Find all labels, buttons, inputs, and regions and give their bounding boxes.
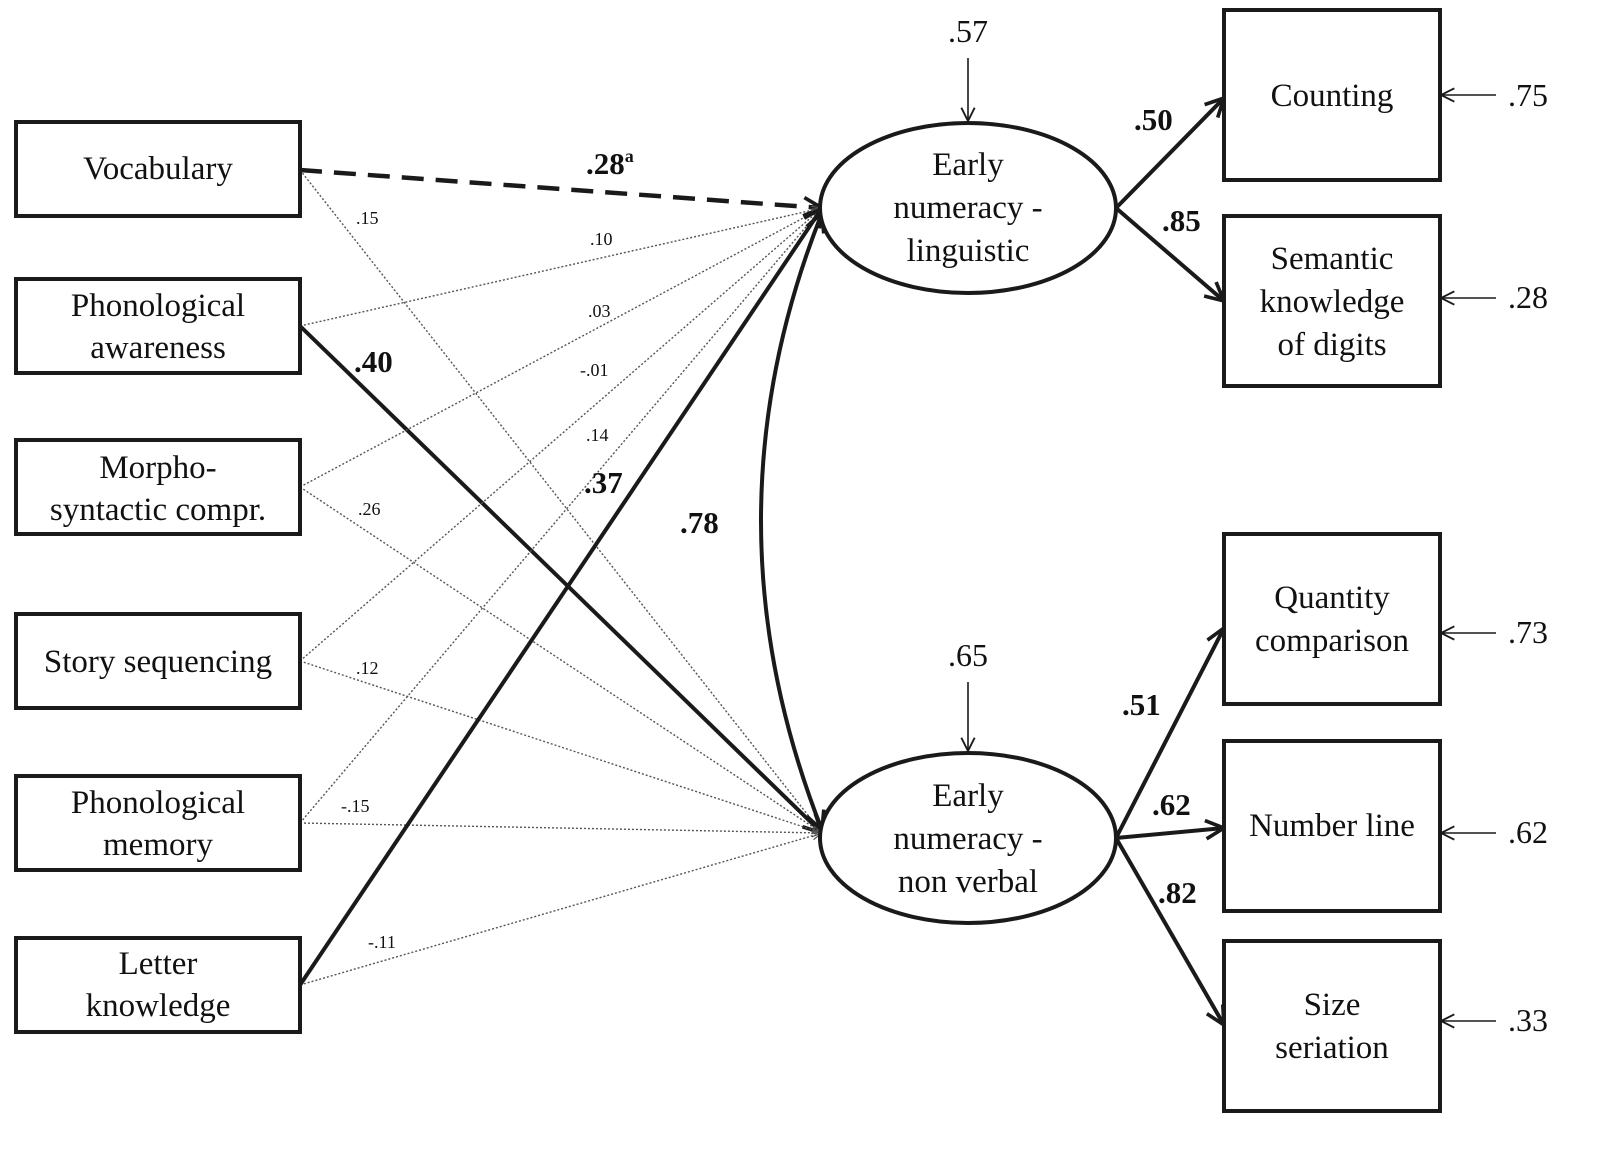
path-story-sequencing-to-nonverbal: [299, 660, 822, 833]
path-vocabulary-to-nonverbal: [299, 169, 822, 833]
residual-semantic: .28: [1508, 279, 1548, 315]
coef-story-sequencing-to-nonverbal: .12: [356, 658, 379, 678]
loading-nonverbal-to-numberline: [1115, 828, 1224, 838]
loading-nonverbal-to-quantity: [1114, 628, 1224, 839]
path-morpho-syntactic-to-nonverbal: [299, 486, 822, 833]
factor-correlation: .78: [680, 213, 822, 830]
path-letter-knowledge-to-linguistic: [298, 208, 822, 987]
edges-layer: .28a .15 .10 .40 .03 .26 -.01 .12 .14 -.15 .37 -.11…: [298, 98, 1224, 1025]
correlation-label: .78: [680, 505, 719, 540]
residual-size: .33: [1508, 1002, 1548, 1038]
coef-phonological-memory-to-linguistic: .14: [586, 425, 609, 445]
path-phonological-memory-to-nonverbal: [299, 822, 822, 833]
residual-linguistic: .57: [948, 13, 988, 49]
coef-letter-knowledge-to-nonverbal: -.11: [368, 932, 396, 952]
coef-phonological-memory-to-nonverbal: -.15: [341, 796, 370, 816]
path-phonological-memory-to-linguistic: [299, 208, 822, 824]
path-morpho-syntactic-to-linguistic: [299, 208, 822, 488]
correlation-curve: [759, 213, 822, 830]
loading-label-semantic: .85: [1162, 203, 1201, 238]
svg-text:Vocabulary: Vocabulary: [83, 151, 233, 187]
loading-label-numberline: .62: [1152, 787, 1191, 822]
coef-letter-knowledge-to-linguistic: .37: [584, 465, 623, 500]
svg-text:Counting: Counting: [1271, 78, 1394, 114]
svg-text:Number line: Number line: [1249, 808, 1415, 844]
coef-morpho-syntactic-to-linguistic: .03: [588, 301, 611, 321]
latent-residuals: .57 .65: [948, 13, 988, 751]
residual-quantity: .73: [1508, 614, 1548, 650]
loading-label-quantity: .51: [1122, 687, 1161, 722]
loading-label-size: .82: [1158, 875, 1197, 910]
residual-counting: .75: [1508, 77, 1548, 113]
coef-morpho-syntactic-to-nonverbal: .26: [358, 499, 381, 519]
path-story-sequencing-to-linguistic: [299, 208, 822, 662]
residual-nonverbal: .65: [948, 637, 988, 673]
coef-vocabulary-to-nonverbal: .15: [356, 208, 379, 228]
coef-phonological-awareness-to-linguistic: .10: [590, 229, 613, 249]
loading-nonverbal-to-size: [1114, 836, 1224, 1025]
predictor-morpho-syntactic: Morpho-syntactic compr.: [14, 438, 302, 536]
path-letter-knowledge-to-nonverbal: [299, 833, 822, 986]
path-phonological-awareness-to-nonverbal: [298, 324, 822, 833]
indicator-counting: Counting: [1222, 8, 1442, 182]
coef-phonological-awareness-to-nonverbal: .40: [354, 344, 393, 379]
loading-linguistic-to-semantic: [1114, 206, 1224, 301]
svg-text:Story sequencing: Story sequencing: [44, 644, 272, 680]
loading-label-counting: .50: [1134, 102, 1173, 137]
loading-linguistic-to-counting: [1114, 98, 1224, 210]
residual-numberline: .62: [1508, 814, 1548, 850]
svg-text:Morpho-syntactic compr.: Morpho-syntactic compr.: [50, 450, 266, 528]
predictor-story-sequencing: Story sequencing: [14, 612, 302, 710]
path-vocabulary-to-linguistic: [299, 167, 822, 208]
coef-vocabulary-to-linguistic: .28a: [586, 146, 634, 181]
indicator-residuals: .75 .28 .73 .62 .33: [1441, 77, 1548, 1038]
indicator-number-line: Number line: [1222, 739, 1442, 913]
predictor-vocabulary: Vocabulary: [14, 120, 302, 218]
path-phonological-awareness-to-linguistic: [299, 208, 822, 327]
coef-story-sequencing-to-linguistic: -.01: [580, 360, 609, 380]
